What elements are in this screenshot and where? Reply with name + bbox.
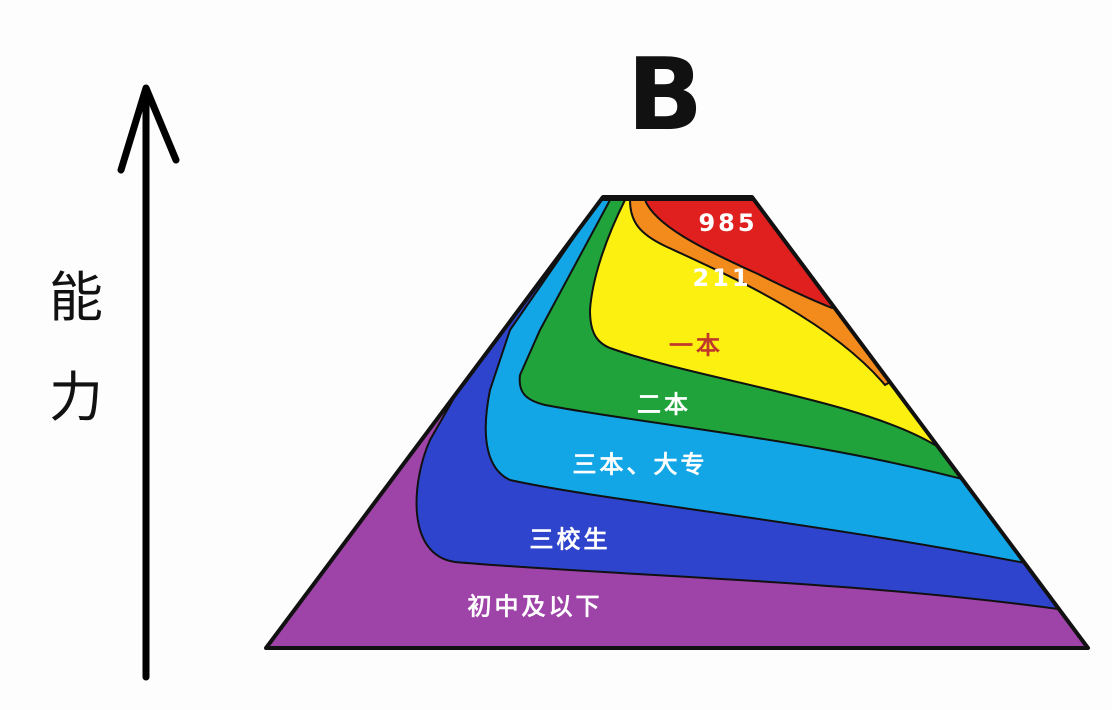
up-arrow-icon xyxy=(117,84,180,681)
level-label-sanben-dazhuan: 三本、大专 xyxy=(572,450,708,479)
level-label-985: 985 xyxy=(698,209,758,237)
level-label-yiben: 一本 xyxy=(669,331,723,360)
level-label-erben: 二本 xyxy=(637,390,691,419)
level-label-211: 211 xyxy=(692,264,752,292)
axis-label-char-1: 能 xyxy=(49,266,103,329)
diagram-title: B xyxy=(626,36,704,153)
level-label-sanxiaosheng: 三校生 xyxy=(529,525,611,554)
axis-label-char-2: 力 xyxy=(49,366,103,429)
pyramid-outline xyxy=(264,195,1090,650)
level-label-chuzhong: 初中及以下 xyxy=(467,592,603,621)
